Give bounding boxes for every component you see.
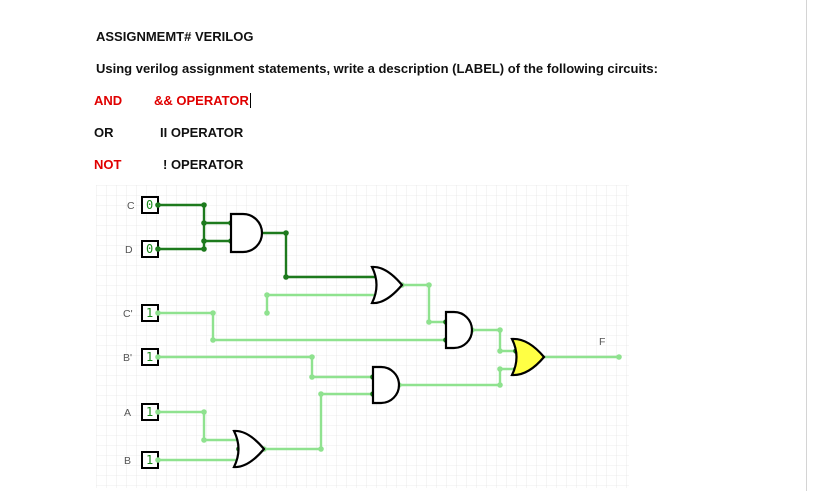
- wires-low: [158, 203, 378, 279]
- operator-symbol-not: ! OPERATOR: [163, 157, 244, 172]
- output-label-f: F: [599, 336, 605, 348]
- and-gate-2[interactable]: [444, 310, 474, 350]
- or-gate-1[interactable]: [370, 265, 404, 305]
- operator-symbol-and-text: && OPERATOR: [154, 93, 249, 108]
- input-label-c-prime: C': [123, 308, 133, 320]
- page-edge: [806, 0, 807, 491]
- operator-symbol-or: II OPERATOR: [160, 125, 244, 140]
- or-gate-2[interactable]: [232, 429, 266, 469]
- input-value-b: 1: [146, 453, 153, 467]
- input-label-d: D: [125, 244, 133, 256]
- input-pin-c-prime[interactable]: C' 1: [123, 304, 161, 322]
- input-pin-c[interactable]: C 0: [127, 196, 161, 214]
- assignment-heading: ASSIGNMEMT# VERILOG: [96, 29, 254, 44]
- operator-name-and: AND: [94, 93, 123, 108]
- input-value-a: 1: [146, 405, 153, 419]
- text-cursor: [249, 93, 251, 108]
- and-gate-1[interactable]: [229, 212, 264, 254]
- instruction-text: Using verilog assignment statements, wri…: [96, 61, 658, 76]
- operator-symbol-and[interactable]: && OPERATOR: [154, 93, 251, 108]
- input-pin-b[interactable]: B 1: [124, 451, 161, 469]
- input-value-c: 0: [146, 198, 153, 212]
- operator-name-or: OR: [94, 125, 114, 140]
- circuit-canvas: C 0 D 0 C' 1 B' 1 A 1 B 1 F: [96, 185, 629, 488]
- input-label-b: B: [124, 455, 131, 467]
- input-label-a: A: [124, 407, 131, 419]
- grid-background: [96, 185, 629, 488]
- operator-name-not: NOT: [94, 157, 122, 172]
- and-gate-3[interactable]: [371, 365, 401, 405]
- input-pin-a[interactable]: A 1: [124, 403, 161, 421]
- input-pin-d[interactable]: D 0: [125, 240, 161, 258]
- input-label-c: C: [127, 200, 135, 212]
- circuit-diagram: C 0 D 0 C' 1 B' 1 A 1 B 1 F: [96, 185, 629, 488]
- input-value-c-prime: 1: [146, 306, 153, 320]
- input-value-d: 0: [146, 242, 153, 256]
- input-pin-b-prime[interactable]: B' 1: [123, 348, 161, 366]
- input-value-b-prime: 1: [146, 350, 153, 364]
- input-label-b-prime: B': [123, 352, 132, 364]
- or-gate-final[interactable]: [510, 337, 546, 377]
